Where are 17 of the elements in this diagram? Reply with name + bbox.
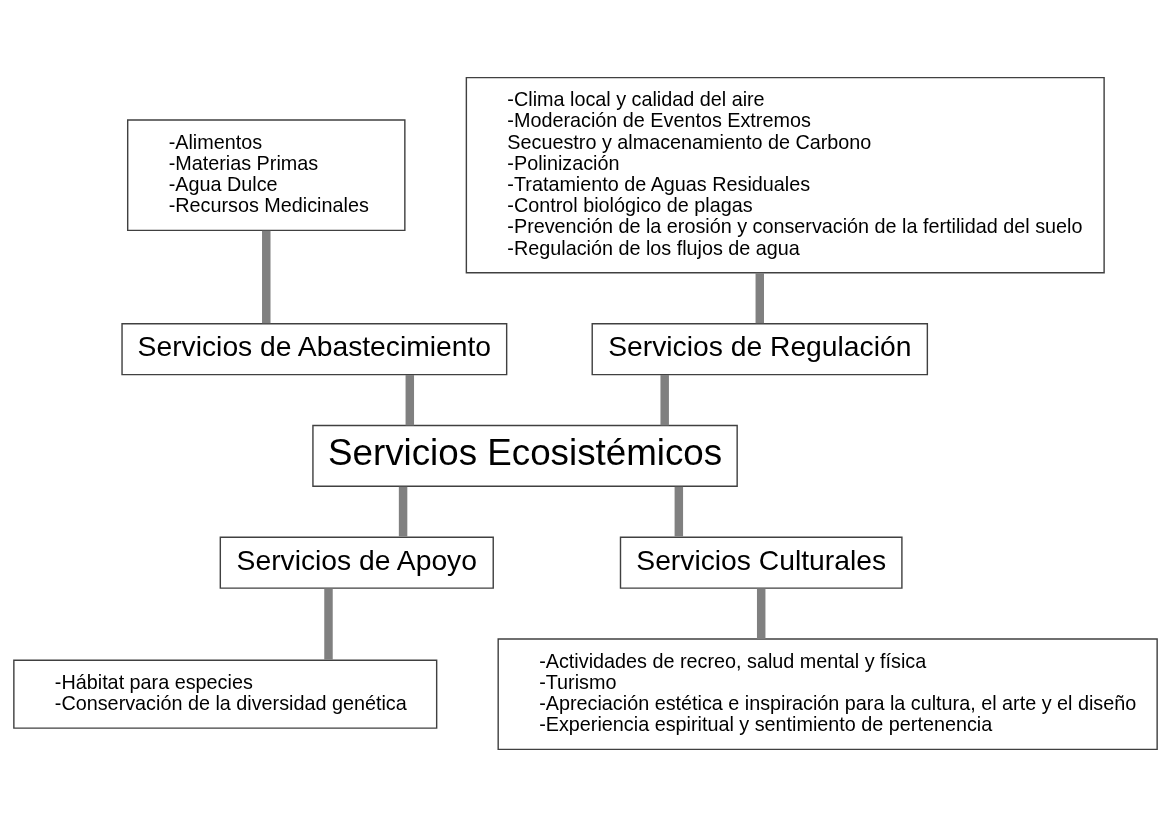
connector xyxy=(405,374,415,425)
connector xyxy=(398,486,408,537)
node-box: -Clima local y calidad del aire -Moderación de Eventos Extremos Secuestro y almacenamiento de Carbono -Polinización -Tratamiento de Aguas Residuales -Control biológico de plagas -Prevención de la erosión y conservación de la fertilidad del suelo -Regulación de los flujos de agua xyxy=(465,76,1105,273)
node-box: -Alimentos -Materias Primas -Agua Dulce -Recursos Medicinales xyxy=(127,118,406,231)
connector xyxy=(262,230,271,323)
connector xyxy=(660,374,669,425)
node-box: Servicios de Regulación xyxy=(591,322,929,375)
node-box: -Actividades de recreo, salud mental y física -Turismo -Apreciación estética e inspiración para la cultura, el arte y el diseño -Experiencia espiritual y sentimiento de pertenencia xyxy=(497,637,1158,750)
node-box: Servicios de Apoyo xyxy=(219,536,494,589)
connector xyxy=(324,588,333,660)
node-box: Servicios Culturales xyxy=(619,536,903,589)
connector xyxy=(674,486,684,537)
node-box: -Hábitat para especies -Conservación de la diversidad genética xyxy=(13,659,438,729)
node-box: Servicios de Abastecimiento xyxy=(121,322,508,375)
connector xyxy=(755,272,765,323)
node-box: Servicios Ecosistémicos xyxy=(312,424,738,487)
connector xyxy=(756,588,766,639)
